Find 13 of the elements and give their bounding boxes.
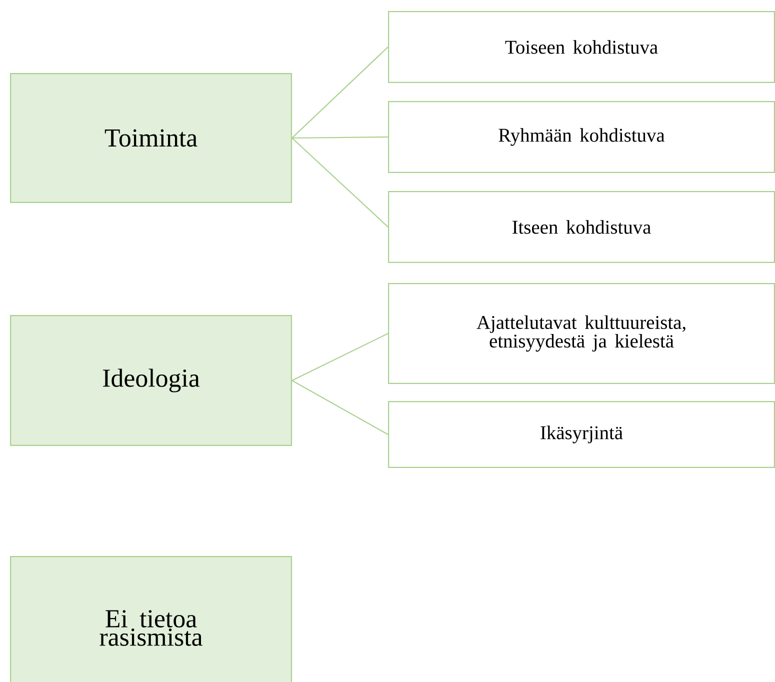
subcategory-box: Ryhmään kohdistuva <box>388 101 775 173</box>
connector-line <box>292 46 388 138</box>
connector-line <box>292 136 388 139</box>
category-box: Toiminta <box>10 73 292 203</box>
connector-line <box>292 333 388 381</box>
connector-line <box>292 138 388 228</box>
subcategory-box: Ikäsyrjintä <box>388 401 775 468</box>
category-box: Ideologia <box>10 315 292 446</box>
subcategory-box: Ajattelutavat kulttuureista, etnisyydestä ja kielestä <box>388 283 775 384</box>
subcategory-box: Itseen kohdistuva <box>388 191 775 263</box>
subcategory-box: Toiseen kohdistuva <box>388 11 775 83</box>
category-box: Ei tietoa rasismista <box>10 556 292 682</box>
connector-line <box>292 380 388 435</box>
